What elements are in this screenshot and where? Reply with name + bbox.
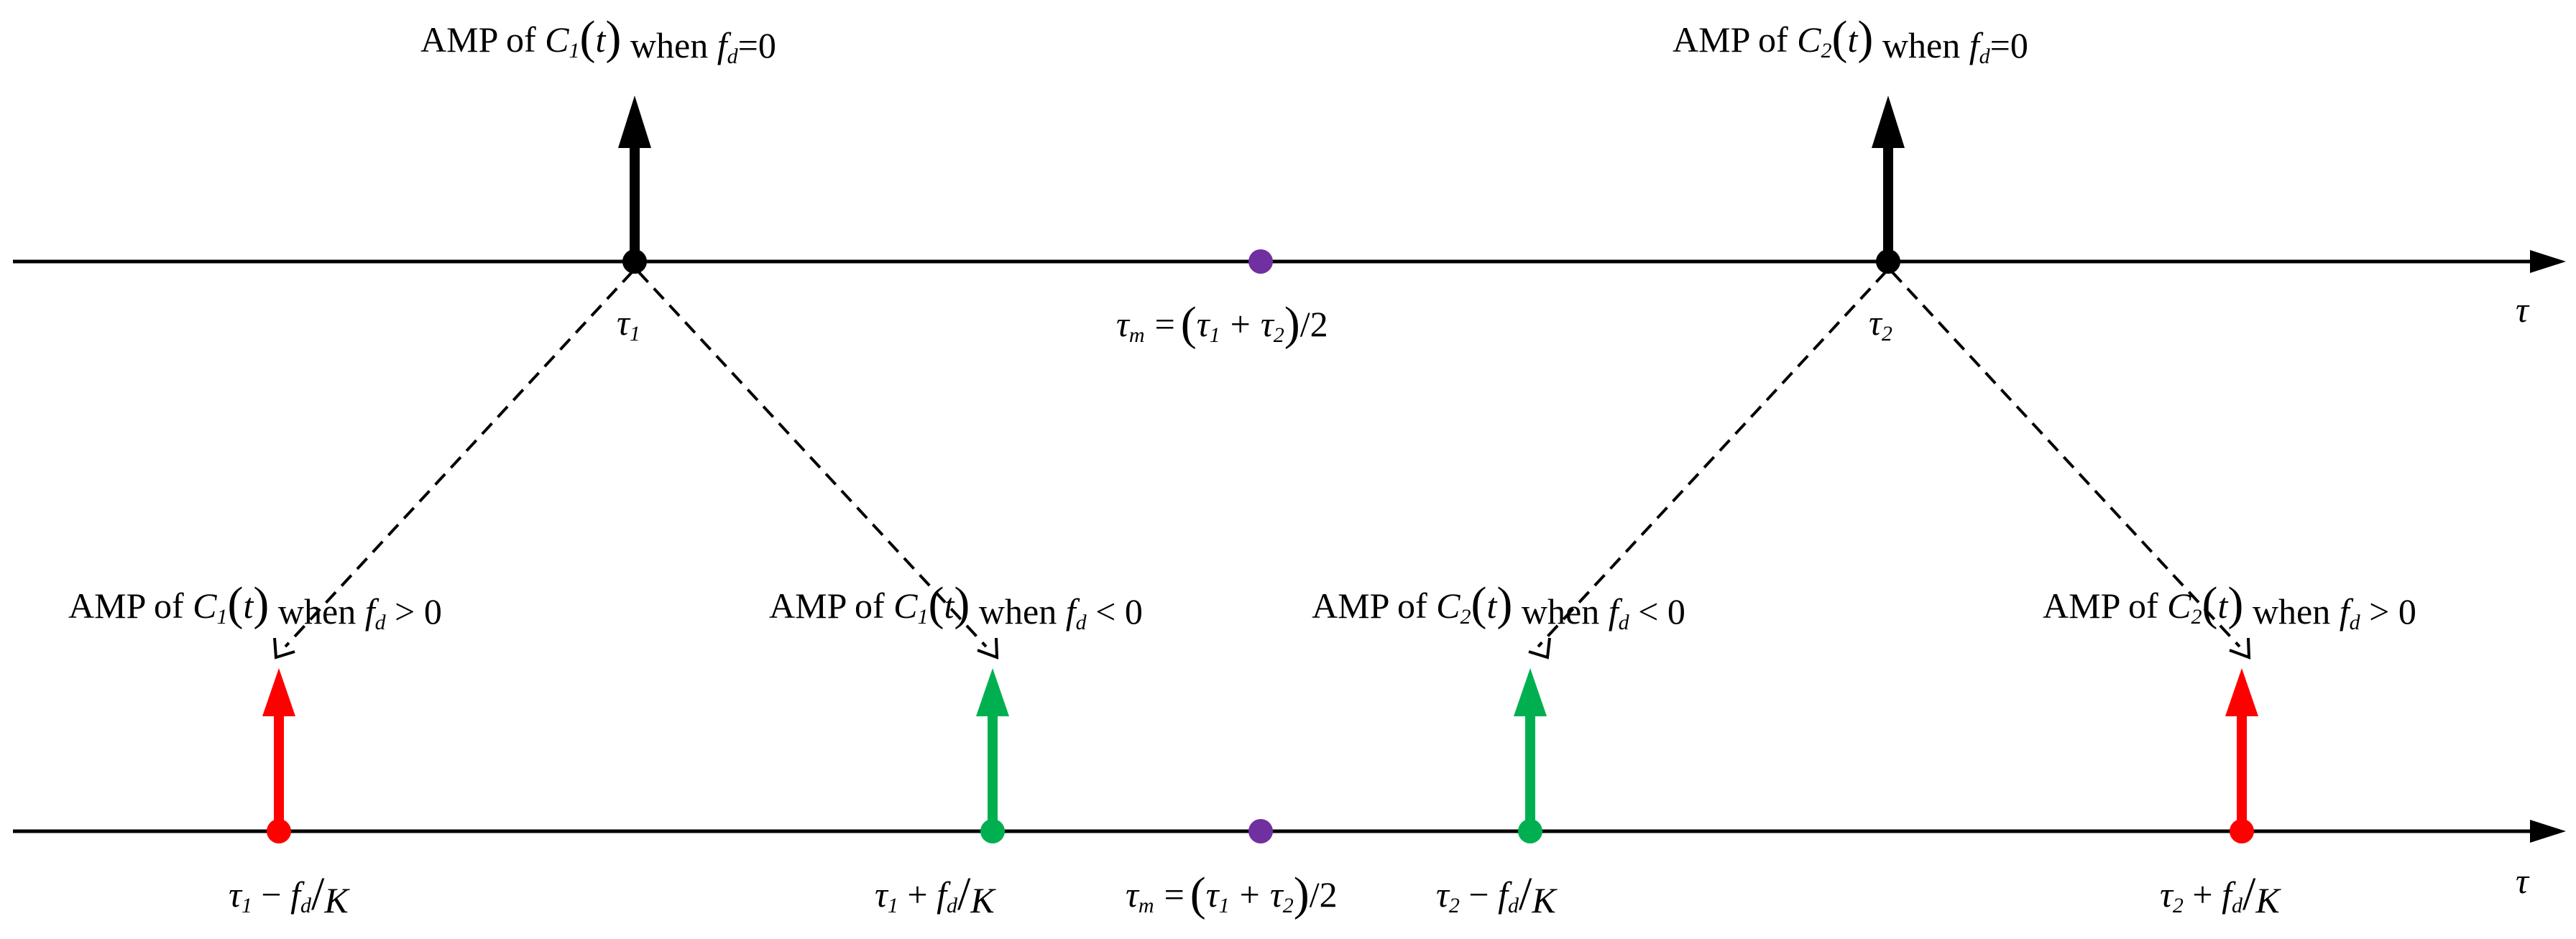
bottom-label-1: τ1 − fd/K [229, 868, 350, 920]
bottom-amp-label-1: AMP of C1(t) when fd > 0 [68, 578, 442, 634]
bottom-label-3: τ2 − fd/K [1436, 868, 1558, 920]
bottom-dot-green-1 [980, 819, 1005, 843]
bottom-dot-green-2 [1518, 819, 1542, 843]
top-axis-arrowhead [2530, 250, 2566, 273]
top-axis-label: τ [2516, 290, 2530, 330]
bottom-midpoint-dot [1248, 819, 1273, 843]
dash-head-2 [977, 637, 999, 660]
top-dot-tau2 [1876, 249, 1900, 274]
top-amp-label-c2: AMP of C2(t) when fd=0 [1673, 11, 2028, 68]
bottom-axis-label: τ [2516, 861, 2530, 901]
top-axis [13, 250, 2566, 273]
dash-head-4 [2229, 637, 2251, 660]
top-arrow-c2 [1872, 96, 1905, 262]
bottom-label-midpoint: τm=(τ1+τ2)/2 [1126, 868, 1338, 920]
dashed-mapping-lines [284, 270, 2241, 648]
bottom-label-4: τ2 + fd/K [2160, 868, 2281, 920]
top-label-midpoint: τm=(τ1+τ2)/2 [1116, 297, 1328, 350]
bottom-dot-red-2 [2230, 819, 2254, 843]
top-label-tau2: τ2 [1869, 302, 1892, 346]
bottom-amp-label-4: AMP of C2(t) when fd > 0 [2043, 578, 2416, 634]
bottom-axis-arrowhead [2530, 820, 2566, 843]
bottom-arrow-green-2 [1514, 668, 1547, 831]
top-label-tau1: τ1 [617, 302, 640, 346]
bottom-arrow-green-1 [976, 668, 1009, 831]
bottom-amp-label-3: AMP of C2(t) when fd < 0 [1312, 578, 1685, 634]
dash-head-1 [273, 637, 295, 660]
top-arrow-c1 [618, 96, 651, 262]
dash-head-3 [1528, 637, 1551, 660]
bottom-amp-label-2: AMP of C1(t) when fd < 0 [769, 578, 1143, 634]
dashed-line-arrowheads [273, 637, 2251, 660]
bottom-dot-red-1 [267, 819, 291, 843]
top-dot-tau1 [622, 249, 647, 274]
bottom-label-2: τ1 + fd/K [875, 868, 996, 920]
bottom-arrow-red-2 [2225, 668, 2258, 831]
bottom-axis [13, 820, 2566, 843]
bottom-arrow-red-1 [262, 668, 295, 831]
top-midpoint-dot [1248, 249, 1273, 274]
top-amp-label-c1: AMP of C1(t) when fd=0 [420, 11, 776, 68]
